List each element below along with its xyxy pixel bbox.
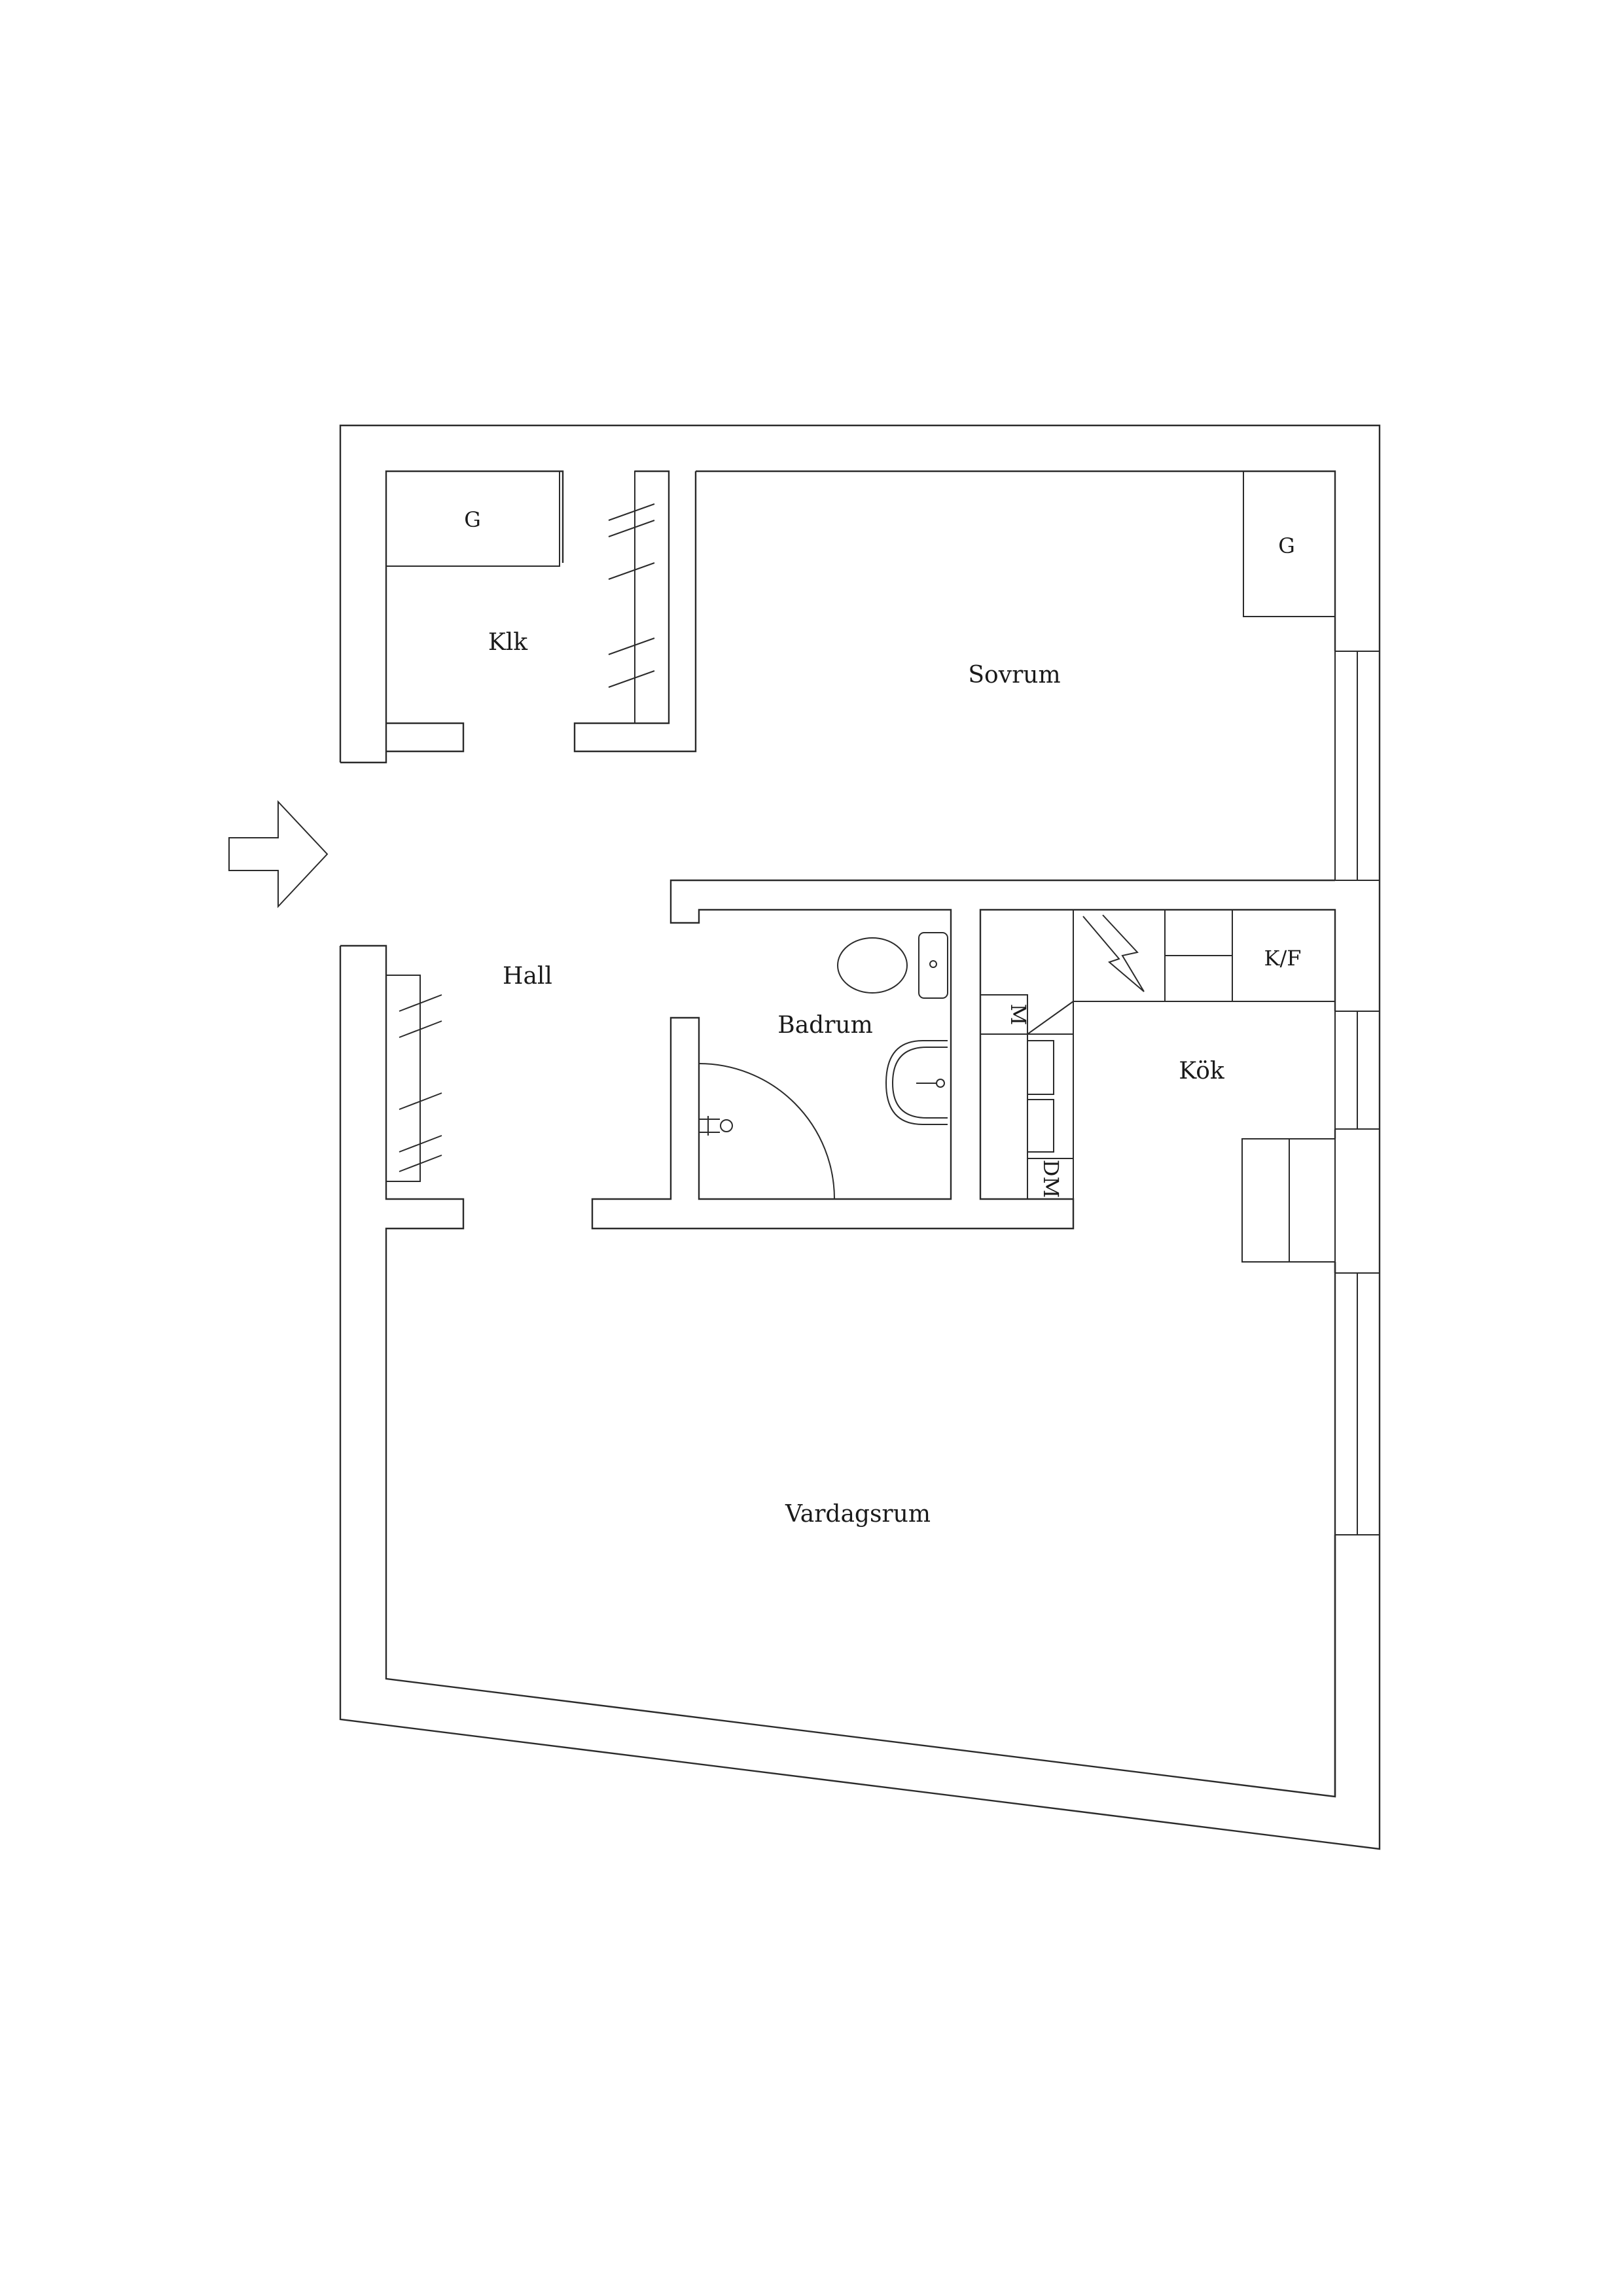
microwave [980,994,1028,1035]
closet-sovrum [1243,471,1336,617]
fridge-freezer [1232,909,1336,1002]
sink [885,1040,948,1125]
label-microwave: M [1006,1004,1031,1026]
living-cabinet [1241,1138,1336,1263]
label-hall: Hall [503,963,552,990]
label-sovrum: Sovrum [968,662,1060,689]
wardrobe-klk [634,471,669,724]
label-dishwasher: DM [1039,1160,1063,1198]
closet-klk [385,471,560,567]
label-fridge-freezer: K/F [1264,946,1302,971]
kitchen-fixtures [980,909,1336,1200]
toilet-bowl [837,937,908,994]
label-closet-klk: G [464,507,481,532]
klk-fixtures [385,471,669,724]
label-vardagsrum: Vardagsrum [785,1501,931,1528]
shower-curtain-arc [698,1063,835,1200]
label-klk: Klk [488,629,528,656]
sovrum-bath-walls [591,879,1336,1230]
entrance-arrow [228,800,329,908]
labels: Klk Sovrum Hall Badrum Kök Vardagsrum G … [464,507,1301,1528]
stove [1073,909,1166,1002]
hall-wardrobe [385,975,442,1182]
label-kok: Kök [1179,1058,1225,1085]
toilet-tank [918,932,948,999]
bathroom-fixtures [698,932,948,1200]
label-badrum: Badrum [777,1012,873,1039]
klk-walls [386,470,1336,753]
label-closet-sovrum: G [1278,533,1295,558]
windows [1334,651,1380,1797]
